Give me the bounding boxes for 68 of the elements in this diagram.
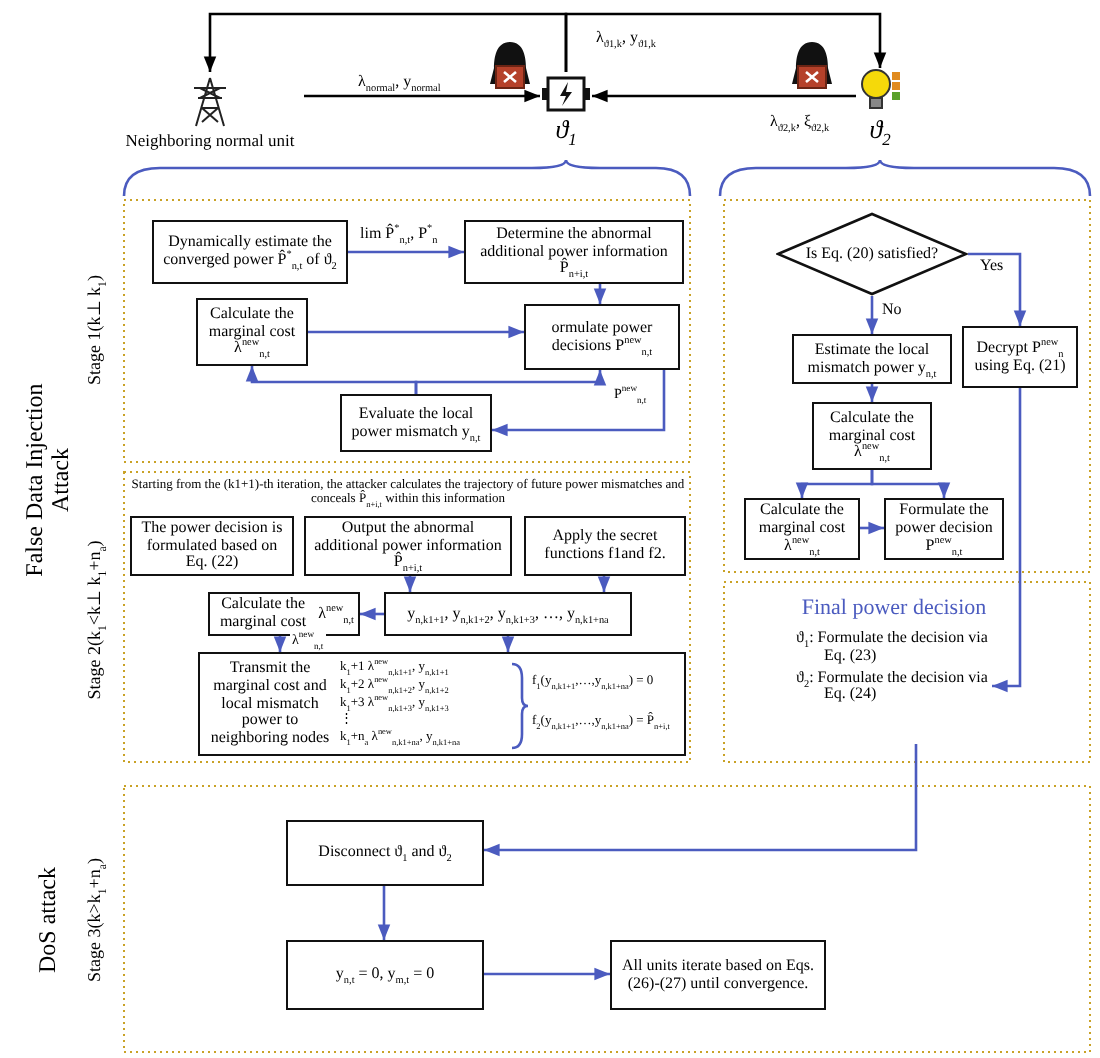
process-box: [812, 402, 932, 470]
box-text: Calculate the marginal cost: [217, 596, 309, 632]
box-text: Output the abnormal additional power information P̂$_{n+i,t}$: [312, 519, 504, 573]
edge-label: λ$_{ϑ2,k}$, ξ$_{ϑ2,k}$: [768, 114, 832, 132]
arrow: [304, 89, 540, 103]
edge-label: λ$_{ϑ1,k}$, y$_{ϑ1,k}$: [594, 30, 659, 48]
arrow: [597, 576, 611, 592]
arrow: [360, 607, 384, 621]
box-text: All units iterate based on Eqs. (26)-(27) until convergence.: [620, 957, 816, 993]
process-box: [744, 498, 860, 560]
decision-text: Is Eq. (20) satisfied?: [805, 245, 939, 263]
box-text: Apply the secret functions f1and f2.: [542, 528, 668, 564]
box-text: Determine the abnormal additional power information P̂$_{n+i,t}$: [478, 225, 670, 279]
box-text: y$_{n,t}$ = 0, y$_{m,t}$ = 0: [335, 966, 435, 984]
arrow: [414, 370, 607, 394]
arrow: [203, 12, 568, 72]
process-box: [610, 940, 826, 1010]
process-box: [962, 326, 1078, 388]
unit-label: Neighboring normal unit: [123, 132, 297, 151]
section-label: DoS attack: [34, 867, 62, 973]
process-box: [524, 304, 680, 370]
edge-label: λ$_{normal}$, y$_{normal}$: [356, 74, 443, 92]
process-box: [196, 298, 308, 366]
arrow: [865, 296, 879, 334]
arrow: [501, 636, 515, 652]
arrow: [968, 252, 1027, 326]
arrow: [564, 12, 887, 72]
process-box: [792, 334, 952, 384]
process-box: [286, 940, 484, 1010]
section-title: Final power decision: [799, 596, 989, 621]
arrow: [860, 521, 884, 535]
unit-symbol: ϑ$_{1}$: [553, 116, 579, 145]
process-box: [340, 394, 492, 452]
decision-text: ϑ$_{1}$: Formulate the decision via Eq. (23): [796, 630, 990, 666]
arrow: [870, 470, 951, 498]
arrow: [308, 325, 524, 339]
edge-label: No: [880, 302, 904, 320]
decision-text: ϑ$_{2}$: Formulate the decision via Eq. (24): [796, 669, 990, 705]
arrow: [348, 245, 464, 259]
edge-label: Yes: [978, 258, 1006, 276]
arrow: [492, 370, 666, 437]
arrow: [592, 89, 856, 103]
arrow: [403, 576, 417, 592]
box-text: Evaluate the local power mismatch y$_{n,t}$: [349, 405, 483, 441]
box-text: Estimate the local mismatch power y$_{n,t}$: [805, 341, 939, 377]
process-box: [152, 220, 348, 284]
arrow: [273, 636, 287, 652]
unit-symbol: ϑ$_{2}$: [867, 116, 893, 145]
box-text: Dynamically estimate the converged power P̂$^{*}$$_{n,t}$ of ϑ$_{2}$: [161, 234, 339, 270]
process-box: [384, 592, 632, 636]
arrow: [484, 967, 610, 981]
box-text: Transmit the marginal cost and local mismatch power to neighboring nodes: [208, 660, 332, 748]
process-box: [524, 516, 686, 576]
box-text: y$_{n,k1+1}$, y$_{n,k1+2}$, y$_{n,k1+3}$, …, y$_{n,k1+na}$: [407, 605, 609, 623]
arrow: [377, 886, 391, 940]
process-box: [464, 220, 684, 284]
process-box: [286, 820, 484, 886]
process-box: [884, 498, 1004, 560]
process-box: [208, 592, 360, 636]
arrow: [484, 744, 918, 857]
process-box: [130, 516, 294, 576]
process-box: [198, 652, 686, 756]
box-text: The power decision is formulated based on Eq. (22): [139, 519, 285, 573]
section-label: False Data Injection Attack: [21, 381, 75, 581]
arrow: [865, 384, 879, 402]
arrow: [593, 284, 607, 304]
arrow: [992, 388, 1022, 693]
box-text: Disconnect ϑ$_{1}$ and ϑ$_{2}$: [318, 844, 452, 862]
